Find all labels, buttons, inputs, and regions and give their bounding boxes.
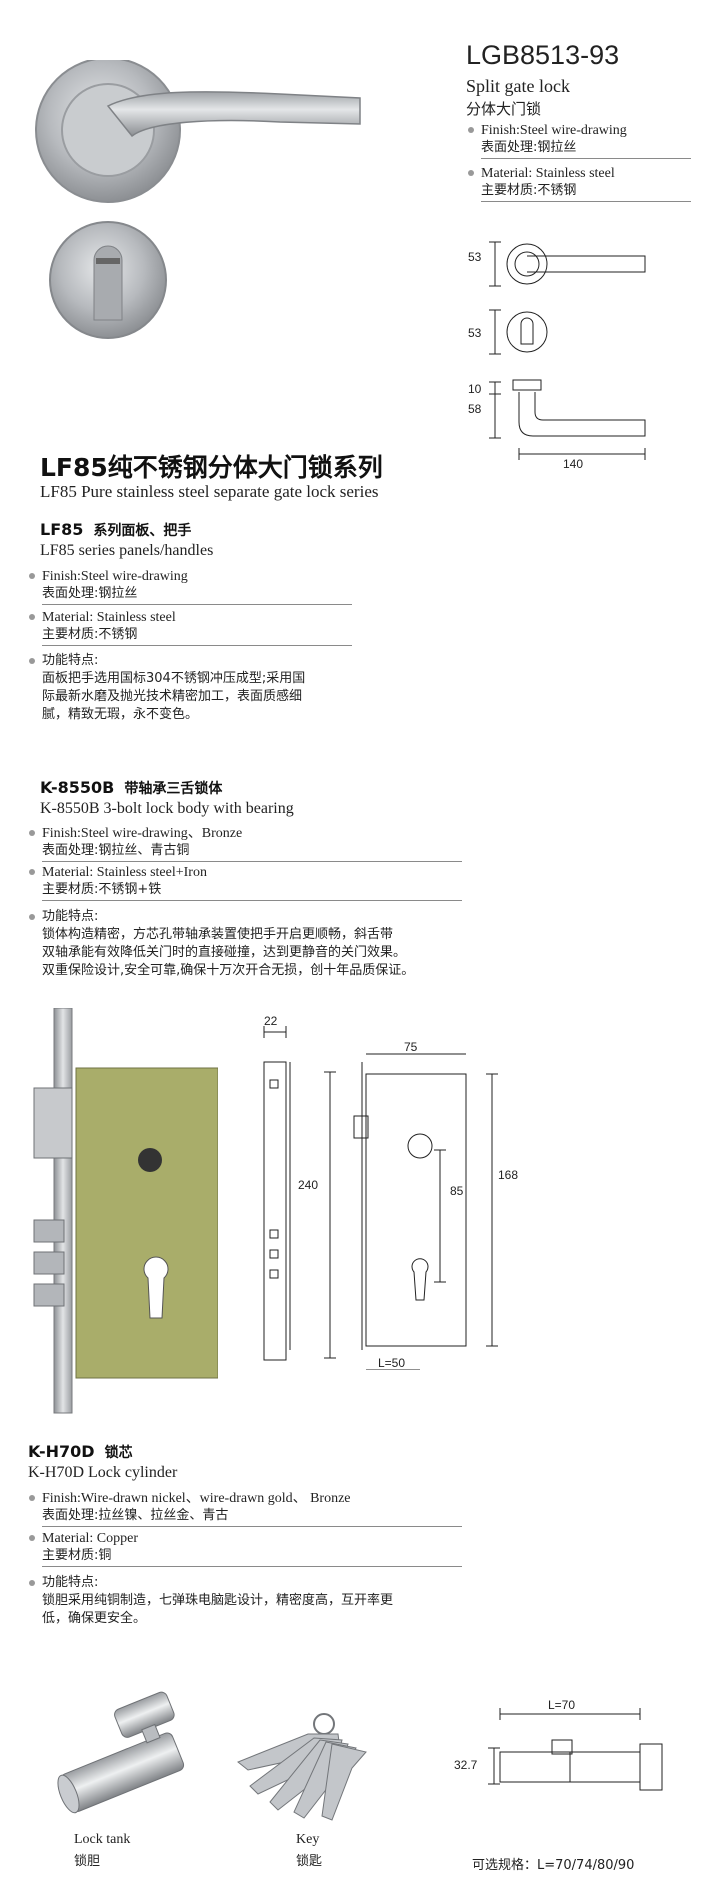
bullet-icon [29,1535,35,1541]
handle-photo [35,60,361,339]
panels-features: 功能特点: 面板把手选用国标304不锈钢冲压成型;采用国 际最新水磨及抛光技术精… [29,652,306,724]
spec-zh: 表面处理:钢拉丝、青古铜 [42,843,190,858]
section-code: K-H70D [28,1442,95,1461]
section-title-zh: 系列面板、把手 [93,523,192,539]
cylinder-heading: K-H70D 锁芯 [28,1442,133,1462]
product-spec-material: Material: Stainless steel 主要材质:不锈钢 [468,165,615,199]
panels-spec-finish: Finish:Steel wire-drawing 表面处理:钢拉丝 [29,568,188,602]
spec-zh: 主要材质:铜 [42,1548,112,1563]
dim-label: 32.7 [454,1758,478,1772]
spec-en: Material: Copper [42,1531,139,1546]
feature-line: 锁体构造精密，方芯孔带轴承装置使把手开启更顺畅，斜舌带 [42,927,394,942]
feature-label: 功能特点: [42,909,99,924]
spec-zh: 主要材质:不锈钢 [42,627,138,642]
panels-spec-material: Material: Stainless steel 主要材质:不锈钢 [29,609,176,643]
divider [42,1526,462,1527]
cylinder-spec-material: Material: Copper 主要材质:铜 [29,1530,139,1564]
divider [481,158,691,159]
divider [42,900,462,901]
bullet-icon [468,127,474,133]
product-name-en: Split gate lock [466,76,570,96]
cylinder-options: 可选规格：L=70/74/80/90 [472,1858,635,1873]
section-title-zh: 带轴承三舌锁体 [124,781,223,797]
divider [481,201,691,202]
lockbody-photo [33,1008,218,1414]
spec-zh: 主要材质:不锈钢+铁 [42,882,162,897]
caption-lock-tank-en: Lock tank [74,1832,131,1847]
dim-label: 22 [264,1014,278,1028]
lock-tank-photo [57,1691,185,1814]
lockbody-dimension-drawing [263,1026,498,1370]
panels-heading: LF85 系列面板、把手 [40,520,191,540]
dim-label: 75 [404,1040,418,1054]
product-code: LGB8513-93 [466,40,620,70]
lockbody-spec-finish: Finish:Steel wire-drawing、Bronze 表面处理:钢拉… [29,825,243,859]
lockbody-features: 功能特点: 锁体构造精密，方芯孔带轴承装置使把手开启更顺畅，斜舌带 双轴承能有效… [29,908,415,980]
series-title-zh: LF85纯不锈钢分体大门锁系列 [40,453,383,482]
spec-zh: 主要材质:不锈钢 [481,183,577,198]
product-spec-finish: Finish:Steel wire-drawing 表面处理:钢拉丝 [468,122,627,156]
bullet-icon [29,1580,35,1586]
dim-label: 240 [298,1178,319,1192]
divider [42,1566,462,1567]
product-name-zh: 分体大门锁 [466,100,542,118]
series-title-en: LF85 Pure stainless steel separate gate … [40,482,379,501]
dim-label: 140 [563,457,584,471]
dim-label: 10 [468,382,482,396]
bullet-icon [29,573,35,579]
dim-label: 168 [498,1168,519,1182]
spec-zh: 表面处理:拉丝镍、拉丝金、青古 [42,1508,229,1523]
bullet-icon [29,869,35,875]
feature-line: 双轴承能有效降低关门时的直接碰撞，达到更静音的关门效果。 [42,945,407,960]
spec-en: Finish:Steel wire-drawing、Bronze [42,826,243,841]
divider [42,645,352,646]
feature-label: 功能特点: [42,1575,99,1590]
dim-label: L=70 [548,1698,576,1712]
bullet-icon [29,830,35,836]
caption-key-zh: 锁匙 [296,1854,323,1869]
spec-en: Finish:Steel wire-drawing [481,123,627,138]
spec-en: Material: Stainless steel+Iron [42,865,207,880]
handle-dimension-drawing [489,241,646,460]
lockbody-heading: K-8550B 带轴承三舌锁体 [40,778,222,798]
spec-zh: 表面处理:钢拉丝 [42,586,138,601]
feature-line: 双重保险设计,安全可靠,确保十万次开合无损，创十年品质保证。 [42,963,415,978]
feature-line: 锁胆采用纯铜制造，七弹珠电脑匙设计，精密度高，互开率更 [42,1593,394,1608]
divider [42,861,462,862]
cylinder-features: 功能特点: 锁胆采用纯铜制造，七弹珠电脑匙设计，精密度高，互开率更 低，确保更安… [29,1574,394,1628]
spec-en: Finish:Steel wire-drawing [42,569,188,584]
feature-label: 功能特点: [42,653,99,668]
feature-line: 腻，精致无瑕，永不变色。 [42,707,199,722]
feature-line: 低，确保更安全。 [42,1611,147,1626]
dim-label: 85 [450,1184,464,1198]
bullet-icon [468,170,474,176]
spec-en: Material: Stainless steel [481,166,615,181]
section-code: LF85 [40,520,84,539]
spec-zh: 表面处理:钢拉丝 [481,140,577,155]
dim-label: L=50 [378,1356,406,1370]
dim-label: 53 [468,250,482,264]
bullet-icon [29,658,35,664]
bullet-icon [29,1495,35,1501]
spec-en: Finish:Wire-drawn nickel、wire-drawn gold… [42,1491,351,1506]
key-photo [237,1713,367,1821]
section-code: K-8550B [40,778,115,797]
lockbody-spec-material: Material: Stainless steel+Iron 主要材质:不锈钢+… [29,864,207,898]
dim-label: 58 [468,402,482,416]
divider [42,604,352,605]
cylinder-dimension-drawing [488,1708,663,1791]
cylinder-title-en: K-H70D Lock cylinder [28,1464,178,1481]
dim-label: 53 [468,326,482,340]
bullet-icon [29,614,35,620]
feature-line: 面板把手选用国标304不锈钢冲压成型;采用国 [42,671,306,686]
section-title-zh: 锁芯 [104,1445,133,1461]
lockbody-title-en: K-8550B 3-bolt lock body with bearing [40,800,294,817]
cylinder-spec-finish: Finish:Wire-drawn nickel、wire-drawn gold… [29,1490,351,1524]
caption-lock-tank-zh: 锁胆 [74,1854,101,1869]
panels-title-en: LF85 series panels/handles [40,542,214,559]
bullet-icon [29,914,35,920]
feature-line: 际最新水磨及抛光技术精密加工，表面质感细 [42,689,303,704]
spec-en: Material: Stainless steel [42,610,176,625]
caption-key-en: Key [296,1832,320,1847]
